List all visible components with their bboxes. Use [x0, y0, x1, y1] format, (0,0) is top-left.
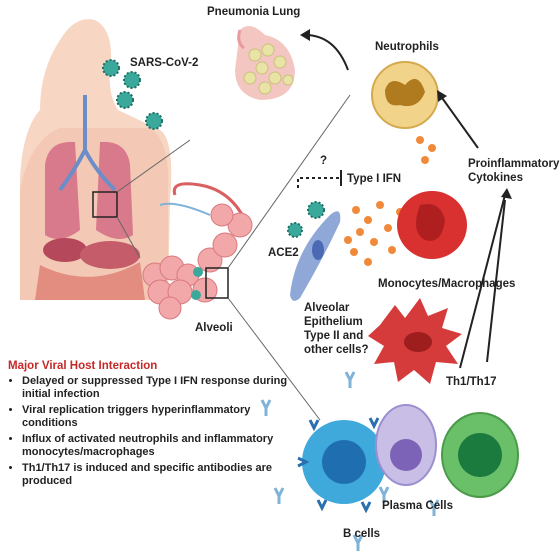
arrow-th-to-cytokines	[486, 199, 506, 363]
antibodies	[260, 371, 440, 551]
neutrophil-cell	[371, 61, 439, 129]
label-proinflammatory: Proinflammatory	[468, 158, 560, 170]
panel-list: Delayed or suppressed Type I IFN respons…	[8, 375, 298, 488]
arrow-cytokines-to-neutrophils	[439, 94, 479, 149]
label-neutrophils: Neutrophils	[375, 41, 439, 53]
macrophage-cell	[368, 298, 462, 384]
b-cell	[297, 417, 398, 514]
label-type-ii: Type II and	[304, 330, 364, 342]
pneumonia-lung-illustration	[235, 26, 295, 100]
label-b-cells: B cells	[343, 528, 381, 540]
label-other-cells: other cells?	[304, 344, 369, 356]
list-item: Th1/Th17 is induced and specific antibod…	[22, 462, 298, 488]
human-body-figure	[20, 19, 191, 301]
label-alveolar: Alveolar	[304, 302, 350, 314]
list-item: Influx of activated neutrophils and infl…	[22, 433, 298, 459]
label-alveoli: Alveoli	[195, 322, 233, 334]
label-ace2: ACE2	[268, 247, 299, 259]
monocyte-cell	[397, 191, 467, 259]
label-sars-cov-2: SARS-CoV-2	[130, 57, 199, 69]
ifn-inhibition-line	[297, 177, 340, 188]
epithelial-cell	[290, 211, 341, 301]
label-plasma-cells: Plasma Cells	[382, 500, 453, 512]
arrow-to-cytokines	[459, 194, 506, 369]
label-th1-th17: Th1/Th17	[446, 376, 497, 388]
arrow-to-pneumonia	[304, 34, 349, 71]
label-monocytes-macrophages: Monocytes/Macrophages	[378, 278, 516, 290]
label-epithelium: Epithelium	[304, 316, 363, 328]
interaction-panel: Major Viral Host Interaction Delayed or …	[8, 360, 298, 491]
th-cell	[441, 412, 519, 498]
alveoli-illustration	[142, 94, 351, 421]
label-type1-ifn: Type I IFN	[347, 173, 402, 185]
label-cytokines: Cytokines	[468, 172, 523, 184]
label-pneumonia-lung: Pneumonia Lung	[207, 6, 301, 18]
label-question: ?	[320, 155, 328, 167]
panel-title: Major Viral Host Interaction	[8, 360, 158, 372]
list-item: Delayed or suppressed Type I IFN respons…	[22, 375, 298, 401]
list-item: Viral replication triggers hyperinflamma…	[22, 404, 298, 430]
virus-particles	[102, 59, 325, 238]
plasma-cell	[375, 404, 437, 486]
